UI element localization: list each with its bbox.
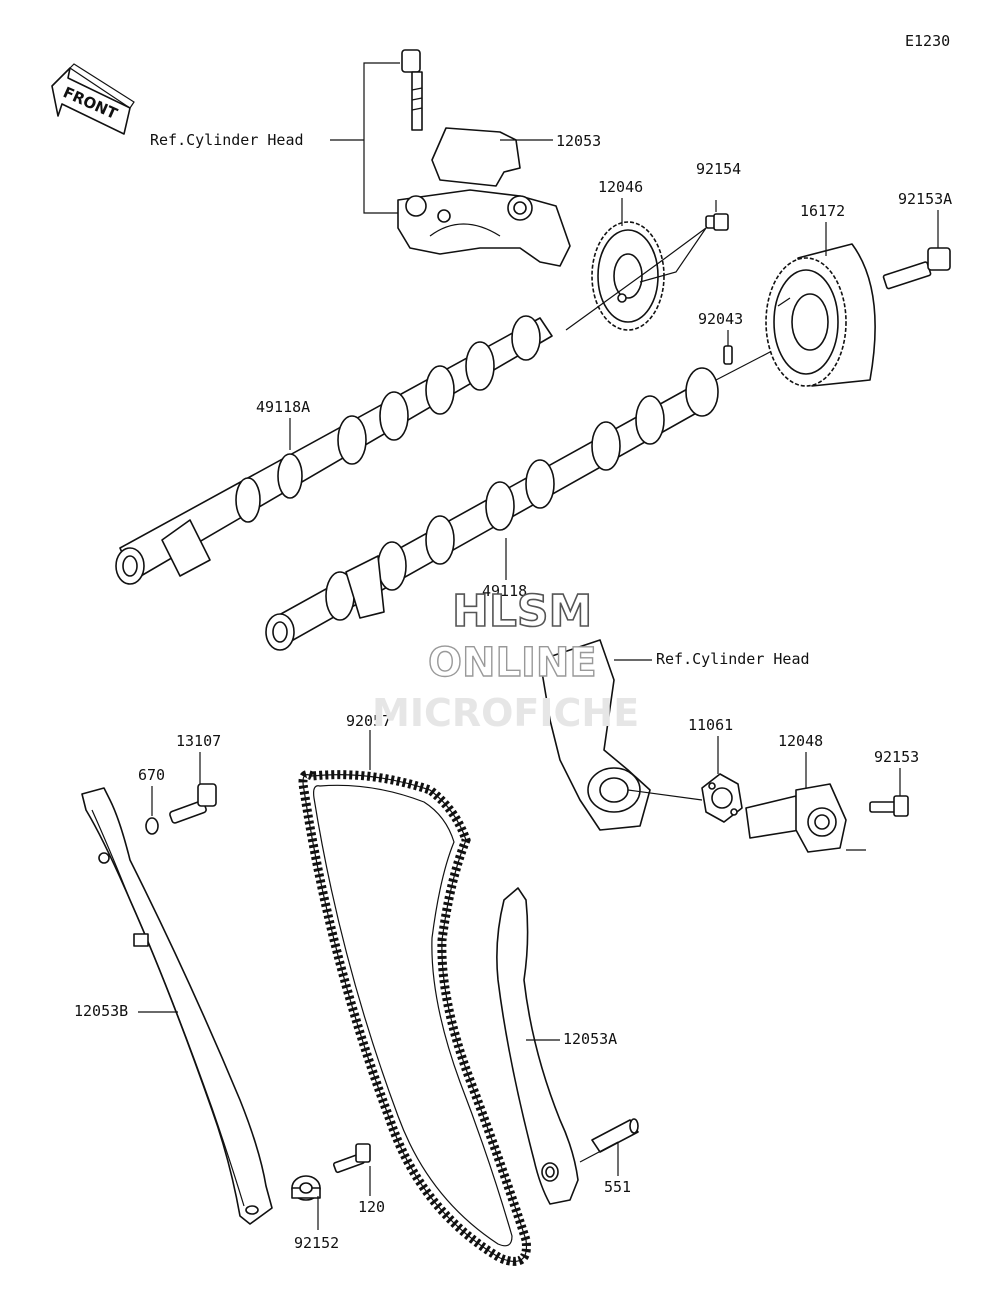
part-92153A: 92153A xyxy=(898,190,952,208)
watermark-line1: HLSM xyxy=(452,586,592,637)
phaser-bolt xyxy=(882,247,951,290)
cam-chain xyxy=(298,770,531,1266)
part-92043: 92043 xyxy=(698,310,743,328)
watermark-line2: ONLINE xyxy=(428,640,597,686)
sprocket-bolt xyxy=(705,213,729,231)
ref-cylinder-head-top: Ref.Cylinder Head xyxy=(150,131,304,149)
cam-sprocket xyxy=(591,221,665,331)
part-92152: 92152 xyxy=(294,1234,339,1252)
exhaust-camshaft xyxy=(265,367,719,651)
part-12048: 12048 xyxy=(778,732,823,750)
part-670: 670 xyxy=(138,766,165,784)
tensioner-gasket xyxy=(701,773,743,823)
part-92154: 92154 xyxy=(696,160,741,178)
part-16172: 16172 xyxy=(800,202,845,220)
tensioner-mount xyxy=(539,639,651,831)
ref-cylinder-head-mid: Ref.Cylinder Head xyxy=(656,650,810,668)
guide-collar xyxy=(291,1175,321,1201)
part-12053: 12053 xyxy=(556,132,601,150)
camshaft-cap-bolt xyxy=(401,49,423,131)
watermark: HLSM ONLINE MICROFICHE xyxy=(372,585,639,735)
part-13107: 13107 xyxy=(176,732,221,750)
part-11061: 11061 xyxy=(688,716,733,734)
part-12053B: 12053B xyxy=(74,1002,128,1020)
camshaft-holder xyxy=(397,127,571,267)
part-49118A: 49118A xyxy=(256,398,310,416)
part-551: 551 xyxy=(604,1178,631,1196)
part-49118: 49118 xyxy=(482,582,527,600)
diagram-code: E1230 xyxy=(905,32,950,50)
watermark-line3: MICROFICHE xyxy=(372,691,639,735)
guide-bolt xyxy=(169,783,217,824)
part-120: 120 xyxy=(358,1198,385,1216)
part-12053A: 12053A xyxy=(563,1030,617,1048)
guide-pivot-bolt xyxy=(332,1143,371,1174)
dowel-pin xyxy=(723,345,733,365)
chain-guide-rear xyxy=(81,787,273,1225)
chain-guide-front xyxy=(496,887,579,1205)
tensioner-bolt xyxy=(869,795,909,817)
ref-bracket-top xyxy=(330,62,400,214)
part-92153: 92153 xyxy=(874,748,919,766)
chain-tensioner xyxy=(745,783,847,853)
part-92057: 92057 xyxy=(346,712,391,730)
o-ring xyxy=(145,817,159,835)
intake-camshaft xyxy=(115,315,553,585)
cam-phaser xyxy=(765,243,876,387)
part-12046: 12046 xyxy=(598,178,643,196)
guide-pin xyxy=(591,1118,639,1153)
front-arrow-icon: FRONT xyxy=(51,63,135,135)
